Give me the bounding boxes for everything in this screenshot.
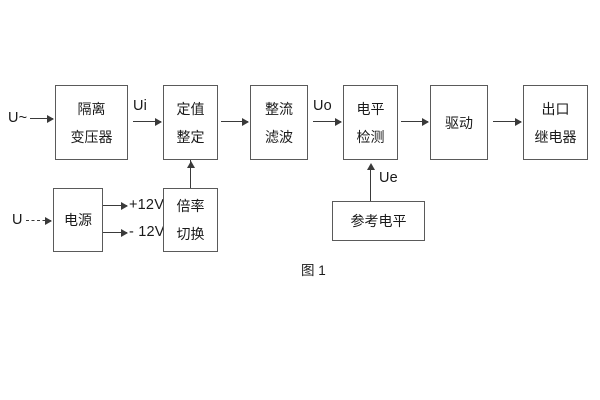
block-multiplier-switch-line-1: 倍率 <box>176 198 205 214</box>
block-setpoint-adjust-line-2: 整定 <box>176 128 205 145</box>
block-power-supply: 电源 <box>53 188 103 252</box>
block-power-supply-line-1: 电源 <box>64 212 92 228</box>
arrow-rail-positive <box>103 201 128 210</box>
block-drive: 驱动 <box>430 85 488 160</box>
arrow-input-ac-to-isolation-transformer <box>30 114 54 123</box>
signal-label-ui: Ui <box>133 98 148 114</box>
arrow-level-detect-to-drive <box>401 117 429 126</box>
block-rectify-filter-line-1: 整流 <box>265 100 293 117</box>
block-output-relay-line-2: 继电器 <box>534 128 577 145</box>
block-isolation-transformer-line-1: 隔离 <box>77 100 106 117</box>
signal-label-input-ac: U~ <box>8 110 28 126</box>
arrow-setpoint-adjust-to-rectify-filter <box>221 117 249 126</box>
signal-label-ue: Ue <box>379 170 398 186</box>
block-multiplier-switch-line-2: 切换 <box>176 226 205 242</box>
signal-label-uo: Uo <box>313 98 332 114</box>
arrow-rectify-filter-to-level-detect <box>313 117 342 126</box>
block-output-relay: 出口 继电器 <box>523 85 588 160</box>
arrow-multiplier-switch-to-setpoint-adjust <box>186 161 195 188</box>
arrow-isolation-transformer-to-setpoint-adjust <box>133 117 162 126</box>
connector-multiplier-switch-stub <box>190 160 191 169</box>
signal-label-rail-negative: - 12V <box>129 224 165 240</box>
block-isolation-transformer-line-2: 变压器 <box>70 128 113 145</box>
block-rectify-filter: 整流 滤波 <box>250 85 308 160</box>
block-level-detect-line-1: 电平 <box>356 100 385 117</box>
block-multiplier-switch: 倍率 切换 <box>163 188 218 252</box>
block-reference-level: 参考电平 <box>332 201 425 241</box>
block-output-relay-line-1: 出口 <box>541 100 570 117</box>
arrow-input-dc-to-power-supply <box>26 216 52 225</box>
block-level-detect: 电平 检测 <box>343 85 398 160</box>
figure-caption: 图 1 <box>301 263 326 278</box>
arrow-drive-to-output-relay <box>493 117 522 126</box>
arrow-rail-negative <box>103 228 128 237</box>
block-level-detect-line-2: 检测 <box>356 128 385 145</box>
block-rectify-filter-line-2: 滤波 <box>265 128 293 145</box>
block-isolation-transformer: 隔离 变压器 <box>55 85 128 160</box>
signal-label-rail-positive: +12V <box>129 197 165 213</box>
block-reference-level-line-1: 参考电平 <box>350 213 407 229</box>
signal-label-input-dc: U <box>12 212 23 228</box>
block-setpoint-adjust-line-1: 定值 <box>176 100 205 117</box>
block-setpoint-adjust: 定值 整定 <box>163 85 218 160</box>
block-drive-line-1: 驱动 <box>445 114 473 131</box>
arrow-reference-level-to-level-detect <box>366 163 375 201</box>
